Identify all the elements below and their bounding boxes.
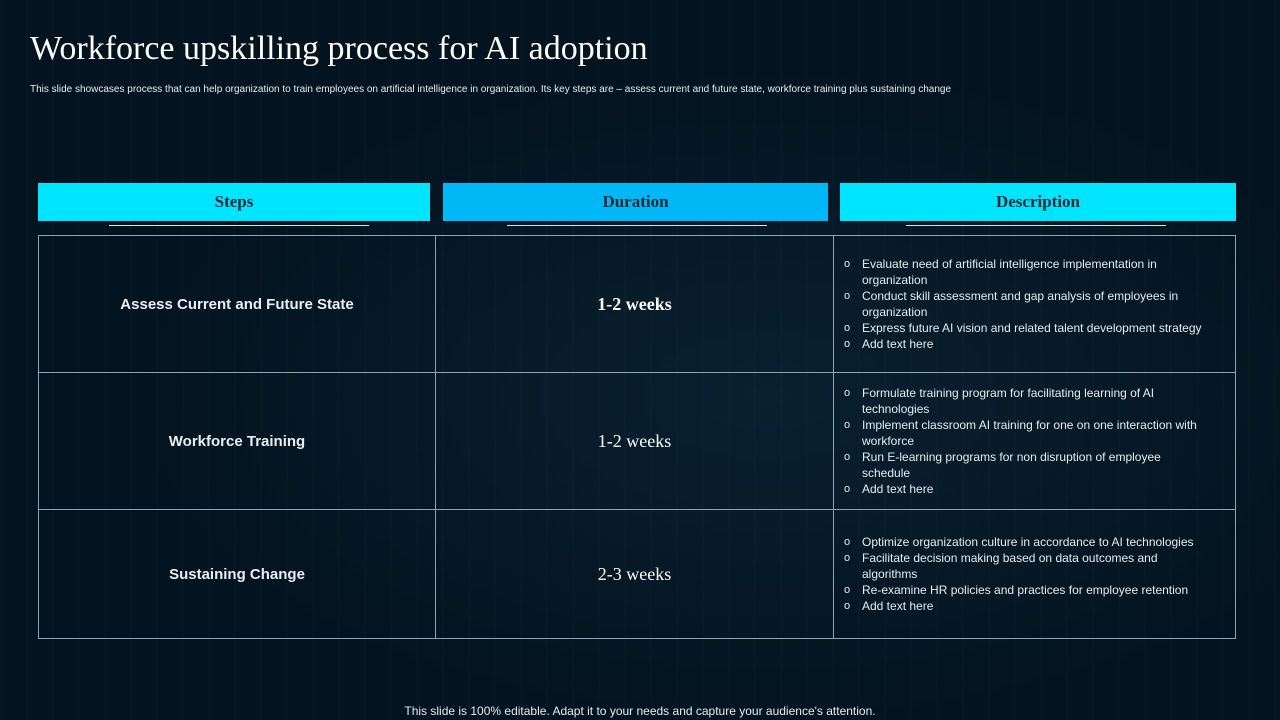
description-list: Optimize organization culture in accorda… — [834, 534, 1210, 614]
description-item: Add text here — [844, 598, 1210, 614]
step-label: Assess Current and Future State — [120, 295, 354, 313]
duration-value: 1-2 weeks — [597, 430, 672, 451]
description-item: Re-examine HR policies and practices for… — [844, 582, 1210, 598]
header-steps: Steps — [38, 183, 430, 221]
description-cell: Optimize organization culture in accorda… — [834, 510, 1235, 638]
page-title: Workforce upskilling process for AI adop… — [30, 30, 648, 67]
description-item: Add text here — [844, 336, 1210, 352]
step-cell: Assess Current and Future State — [39, 236, 436, 372]
description-item: Express future AI vision and related tal… — [844, 320, 1210, 336]
duration-cell: 1-2 weeks — [436, 373, 834, 509]
description-item: Add text here — [844, 481, 1210, 497]
header-steps-underline — [109, 225, 369, 226]
description-item: Optimize organization culture in accorda… — [844, 534, 1210, 550]
description-list: Evaluate need of artificial intelligence… — [834, 256, 1210, 352]
header-description: Description — [840, 183, 1236, 221]
table-row: Workforce Training 1-2 weeks Formulate t… — [39, 373, 1235, 510]
header-duration-underline — [507, 225, 767, 226]
description-item: Implement classroom AI training for one … — [844, 417, 1210, 449]
step-cell: Workforce Training — [39, 373, 436, 509]
step-label: Sustaining Change — [169, 565, 305, 583]
duration-value: 1-2 weeks — [597, 293, 672, 314]
duration-value: 2-3 weeks — [597, 563, 672, 584]
description-item: Formulate training program for facilitat… — [844, 385, 1210, 417]
description-cell: Formulate training program for facilitat… — [834, 373, 1235, 509]
step-cell: Sustaining Change — [39, 510, 436, 638]
table-row: Assess Current and Future State 1-2 week… — [39, 236, 1235, 373]
description-item: Evaluate need of artificial intelligence… — [844, 256, 1210, 288]
page-subtitle: This slide showcases process that can he… — [30, 84, 952, 95]
duration-cell: 2-3 weeks — [436, 510, 834, 638]
table-row: Sustaining Change 2-3 weeks Optimize org… — [39, 510, 1235, 638]
description-list: Formulate training program for facilitat… — [834, 385, 1210, 497]
step-label: Workforce Training — [168, 432, 306, 450]
description-cell: Evaluate need of artificial intelligence… — [834, 236, 1235, 372]
footer-note: This slide is 100% editable. Adapt it to… — [404, 704, 876, 718]
description-item: Conduct skill assessment and gap analysi… — [844, 288, 1210, 320]
process-table: Assess Current and Future State 1-2 week… — [38, 235, 1236, 639]
description-item: Run E-learning programs for non disrupti… — [844, 449, 1210, 481]
description-item: Facilitate decision making based on data… — [844, 550, 1210, 582]
header-description-underline — [906, 225, 1166, 226]
duration-cell: 1-2 weeks — [436, 236, 834, 372]
table-header-row: Steps Duration Description — [38, 183, 1236, 226]
header-duration: Duration — [443, 183, 828, 221]
